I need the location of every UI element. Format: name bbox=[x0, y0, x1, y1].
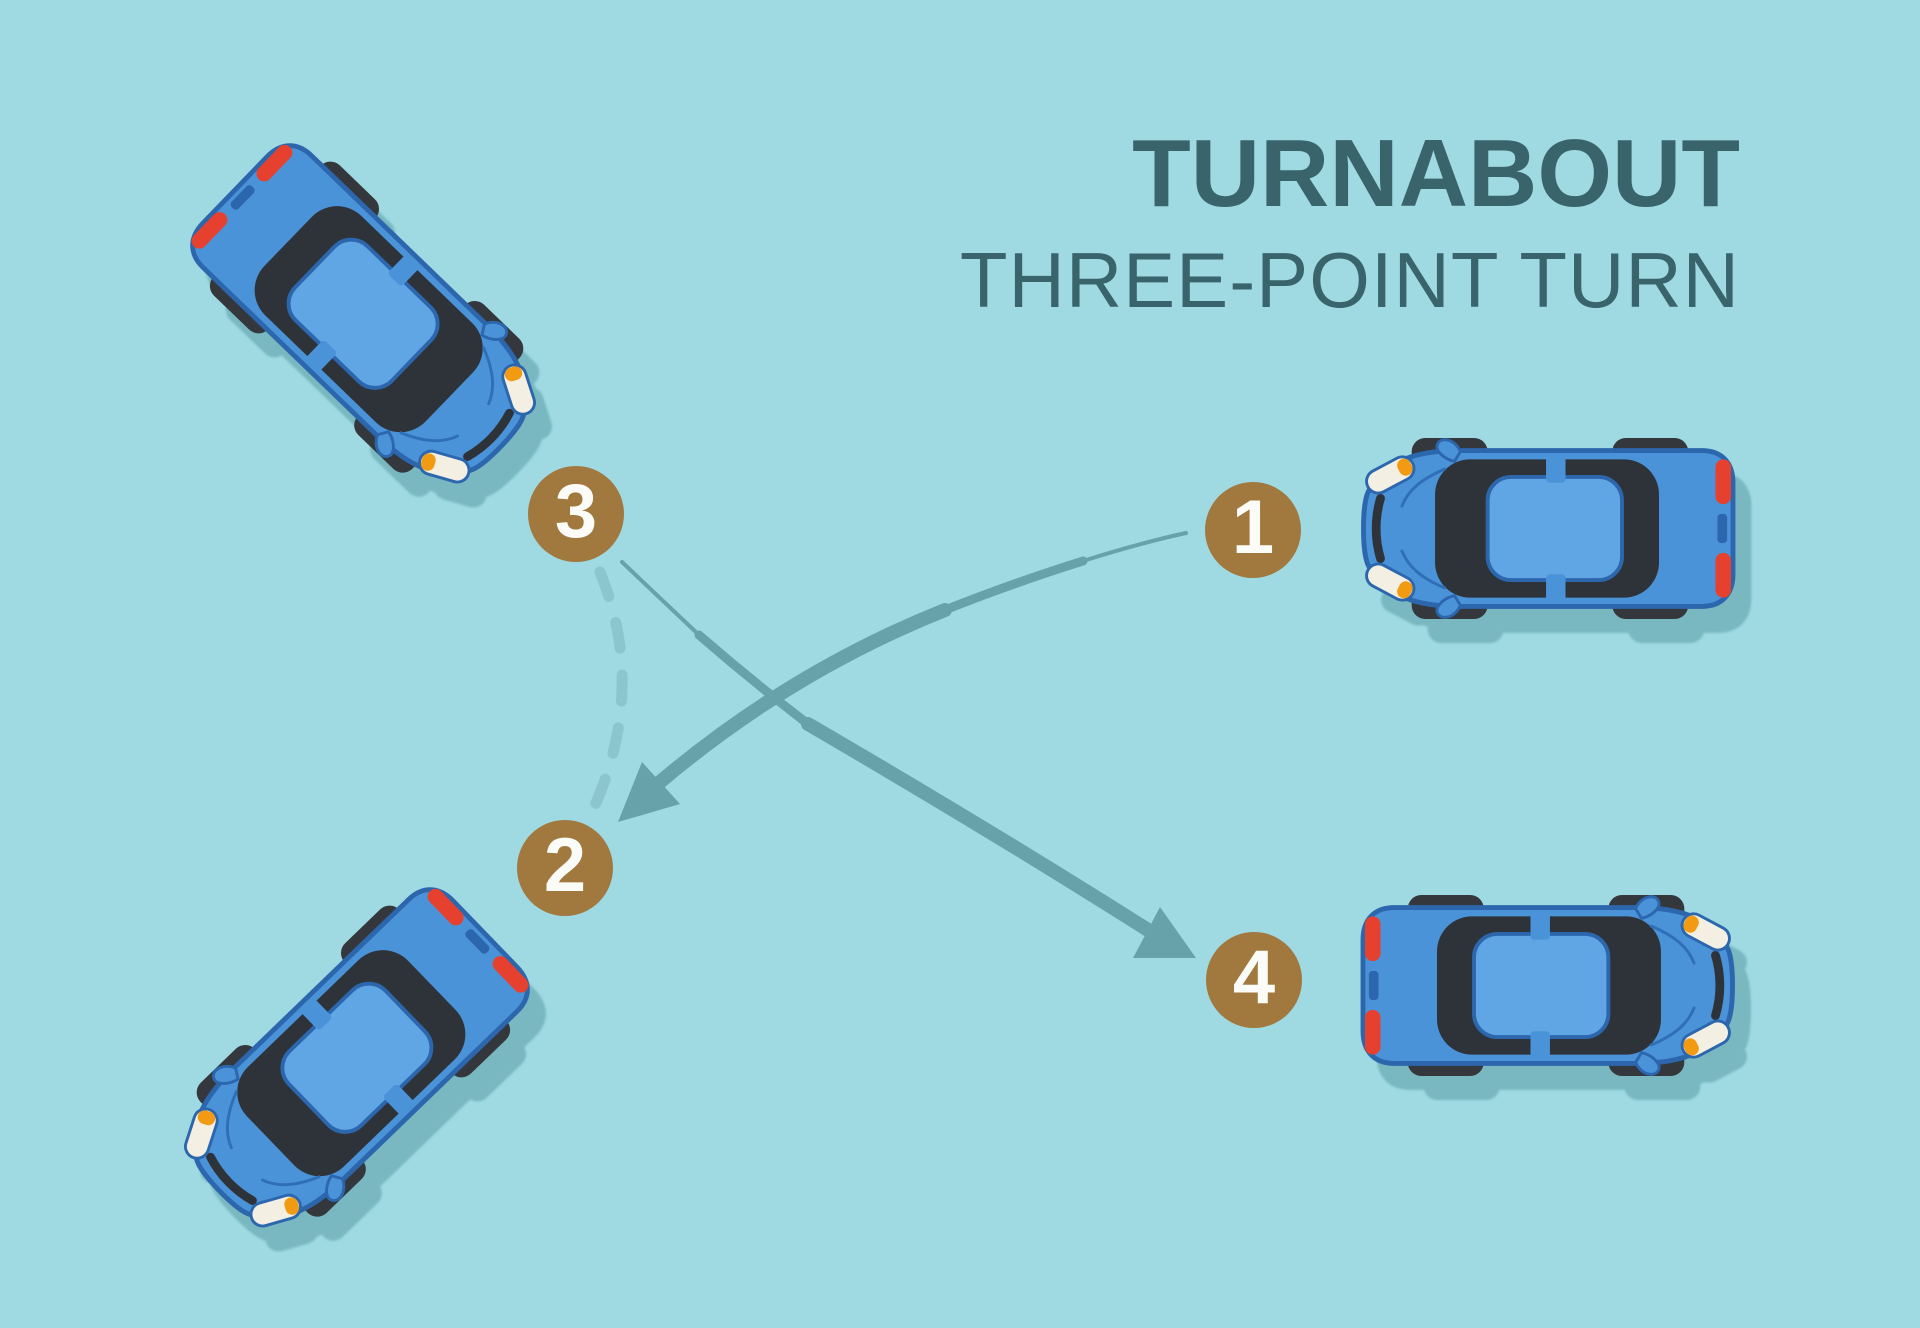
car-position-4 bbox=[1353, 893, 1743, 1078]
car-position-2 bbox=[157, 970, 547, 1155]
curved-arrow-3-to-4 bbox=[620, 560, 1196, 958]
step-badge-4: 4 bbox=[1206, 932, 1302, 1028]
step-number: 1 bbox=[1231, 485, 1275, 570]
car-top-view-icon bbox=[147, 861, 556, 1265]
page-subtitle: THREE-POINT TURN bbox=[959, 236, 1740, 324]
arrowhead-down-right-icon bbox=[1133, 907, 1196, 958]
car-top-view-icon bbox=[1353, 893, 1743, 1078]
car-top-view-icon bbox=[163, 117, 572, 521]
car-position-1 bbox=[1353, 436, 1743, 621]
step-number: 2 bbox=[543, 823, 587, 908]
car-position-3 bbox=[173, 226, 563, 411]
step-badge-2: 2 bbox=[517, 820, 613, 916]
step-number: 3 bbox=[554, 469, 598, 554]
step-badge-3: 3 bbox=[528, 466, 624, 562]
curved-arrow-1-to-2 bbox=[618, 531, 1188, 822]
step-number: 4 bbox=[1232, 935, 1276, 1020]
title-block: TURNABOUT THREE-POINT TURN bbox=[959, 120, 1740, 324]
step-badge-1: 1 bbox=[1205, 482, 1301, 578]
arrowhead-down-left-icon bbox=[618, 762, 680, 822]
page-title: TURNABOUT bbox=[1132, 120, 1740, 227]
dashed-reverse-path-3-to-2 bbox=[586, 566, 628, 818]
car-top-view-icon bbox=[1353, 436, 1743, 621]
